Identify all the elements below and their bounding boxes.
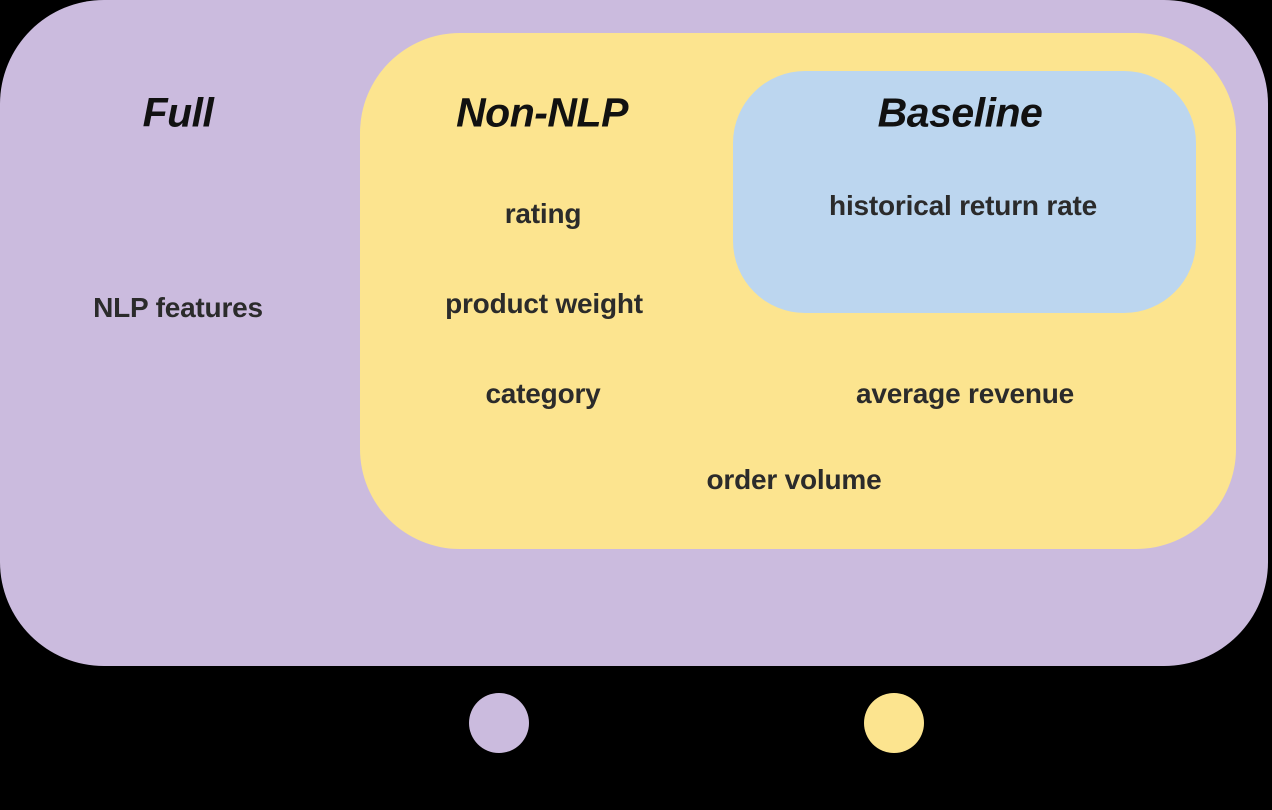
feature-label-category: category	[485, 378, 601, 409]
feature-label-historical-return-rate: historical return rate	[829, 190, 1097, 221]
feature-label-rating: rating	[504, 198, 582, 229]
set-title-full: Full	[142, 89, 214, 136]
feature-label-nlp-features: NLP features	[93, 292, 263, 323]
legend-marker-non-nlp[interactable]	[864, 693, 924, 753]
set-title-non-nlp: Non-NLP	[456, 89, 628, 136]
feature-label-product-weight: product weight	[445, 288, 643, 319]
set-title-baseline: Baseline	[877, 89, 1043, 136]
legend-marker-full[interactable]	[469, 693, 529, 753]
feature-label-average-revenue: average revenue	[855, 378, 1075, 409]
set-region-baseline[interactable]	[733, 71, 1196, 313]
feature-label-order-volume: order volume	[706, 464, 882, 495]
